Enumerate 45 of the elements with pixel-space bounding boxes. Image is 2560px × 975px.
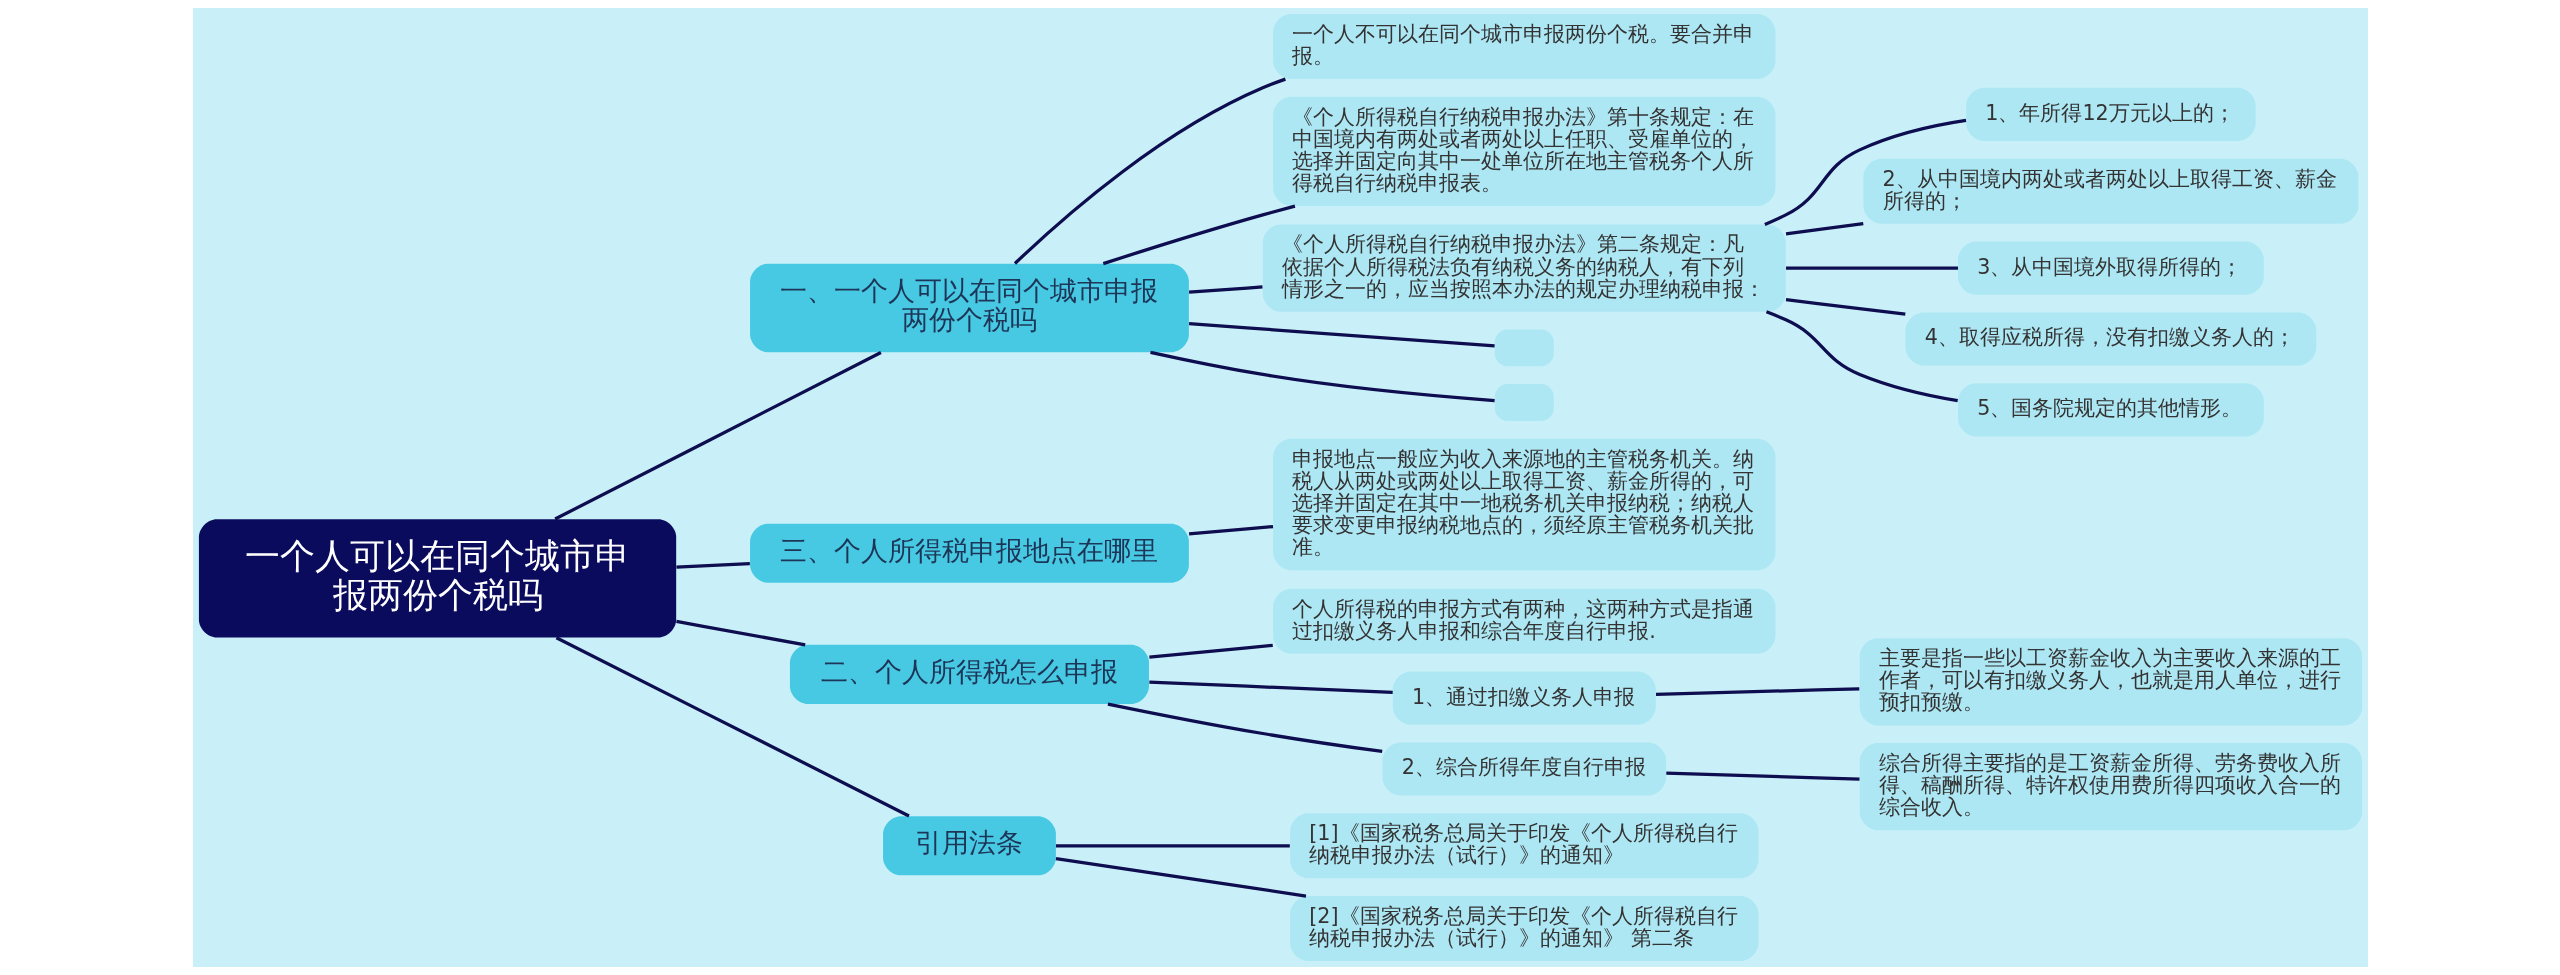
- connector: [555, 636, 910, 818]
- connector: [1107, 702, 1382, 754]
- node-box: 1、年所得12万元以上的；: [1965, 87, 2256, 141]
- node-box: [1494, 329, 1554, 367]
- node-box: 一个人可以在同个城市申报两份个税吗: [198, 519, 676, 638]
- node-box: 《个人所得税自行纳税申报办法》第十条规定：在中国境内有两处或者两处以上任职、受雇单位的，选择并固定向其中一处单位所在地主管税务个人所得税自行纳税申报表。: [1272, 96, 1775, 206]
- node-box: 《个人所得税自行纳税申报办法》第二条规定：凡依据个人所得税法负有纳税义务的纳税人，有下列情形之一的，应当按照本办法的规定办理纳税申报：: [1262, 224, 1786, 312]
- connector: [1665, 771, 1860, 781]
- connector: [1763, 118, 1966, 226]
- connector: [675, 562, 750, 569]
- node-box: 综合所得主要指的是工资薪金所得、劳务费收入所得、稿酬所得、特许权使用费所得四项收入合一的综合收入。: [1859, 743, 2362, 831]
- connector: [1188, 524, 1273, 536]
- connector: [1013, 77, 1286, 265]
- node-box: [2]《国家税务总局关于印发《个人所得税自行纳税申报办法（试行）》的通知》 第二条: [1289, 896, 1758, 962]
- connector: [675, 619, 805, 647]
- connector: [1188, 285, 1263, 294]
- connector: [1148, 680, 1393, 695]
- node-box: 引用法条: [882, 816, 1056, 876]
- node-box: 1、通过扣缴义务人申报: [1392, 671, 1656, 725]
- node-box: [1]《国家税务总局关于印发《个人所得税自行纳税申报办法（试行）》的通知》: [1289, 813, 1758, 879]
- node-box: 主要是指一些以工资薪金收入为主要收入来源的工作者，可以有扣缴义务人，也就是用人单位，进行预扣预缴。: [1859, 638, 2362, 726]
- node-box: 4、取得应税所得，没有扣缴义务人的；: [1905, 312, 2316, 366]
- node-box: 申报地点一般应为收入来源地的主管税务机关。纳税人从两处或两处以上取得工资、薪金所得的，可选择并固定在其中一地税务机关申报纳税；纳税人要求变更申报纳税地点的，须经原主管税务机关批准。: [1272, 438, 1775, 571]
- node-box: 2、从中国境内两处或者两处以上取得工资、薪金所得的；: [1862, 158, 2358, 224]
- node-box: [1494, 384, 1554, 421]
- node-box: 一、一个人可以在同个城市申报两份个税吗: [749, 263, 1189, 353]
- connector: [1188, 322, 1495, 348]
- connector: [1785, 298, 1905, 316]
- node-box: 二、个人所得税怎么申报: [789, 644, 1149, 704]
- connector: [1785, 266, 1958, 270]
- connector: [553, 351, 882, 521]
- connector: [1785, 222, 1863, 236]
- connector: [1149, 350, 1495, 403]
- node-box: 三、个人所得税申报地点在哪里: [749, 523, 1189, 583]
- connector: [1102, 204, 1295, 266]
- connector: [1765, 310, 1958, 403]
- node-box: 2、综合所得年度自行申报: [1381, 742, 1666, 796]
- connector: [1055, 844, 1290, 848]
- node-box: 个人所得税的申报方式有两种，这两种方式是指通过扣缴义务人申报和综合年度自行申报.: [1272, 588, 1775, 654]
- connector: [1055, 856, 1306, 898]
- node-box: 一个人不可以在同个城市申报两份个税。要合并申报。: [1272, 13, 1775, 79]
- connector: [1655, 687, 1859, 697]
- node-box: 5、国务院规定的其他情形。: [1957, 383, 2264, 437]
- node-box: 3、从中国境外取得所得的；: [1957, 241, 2264, 295]
- connector: [1148, 643, 1273, 659]
